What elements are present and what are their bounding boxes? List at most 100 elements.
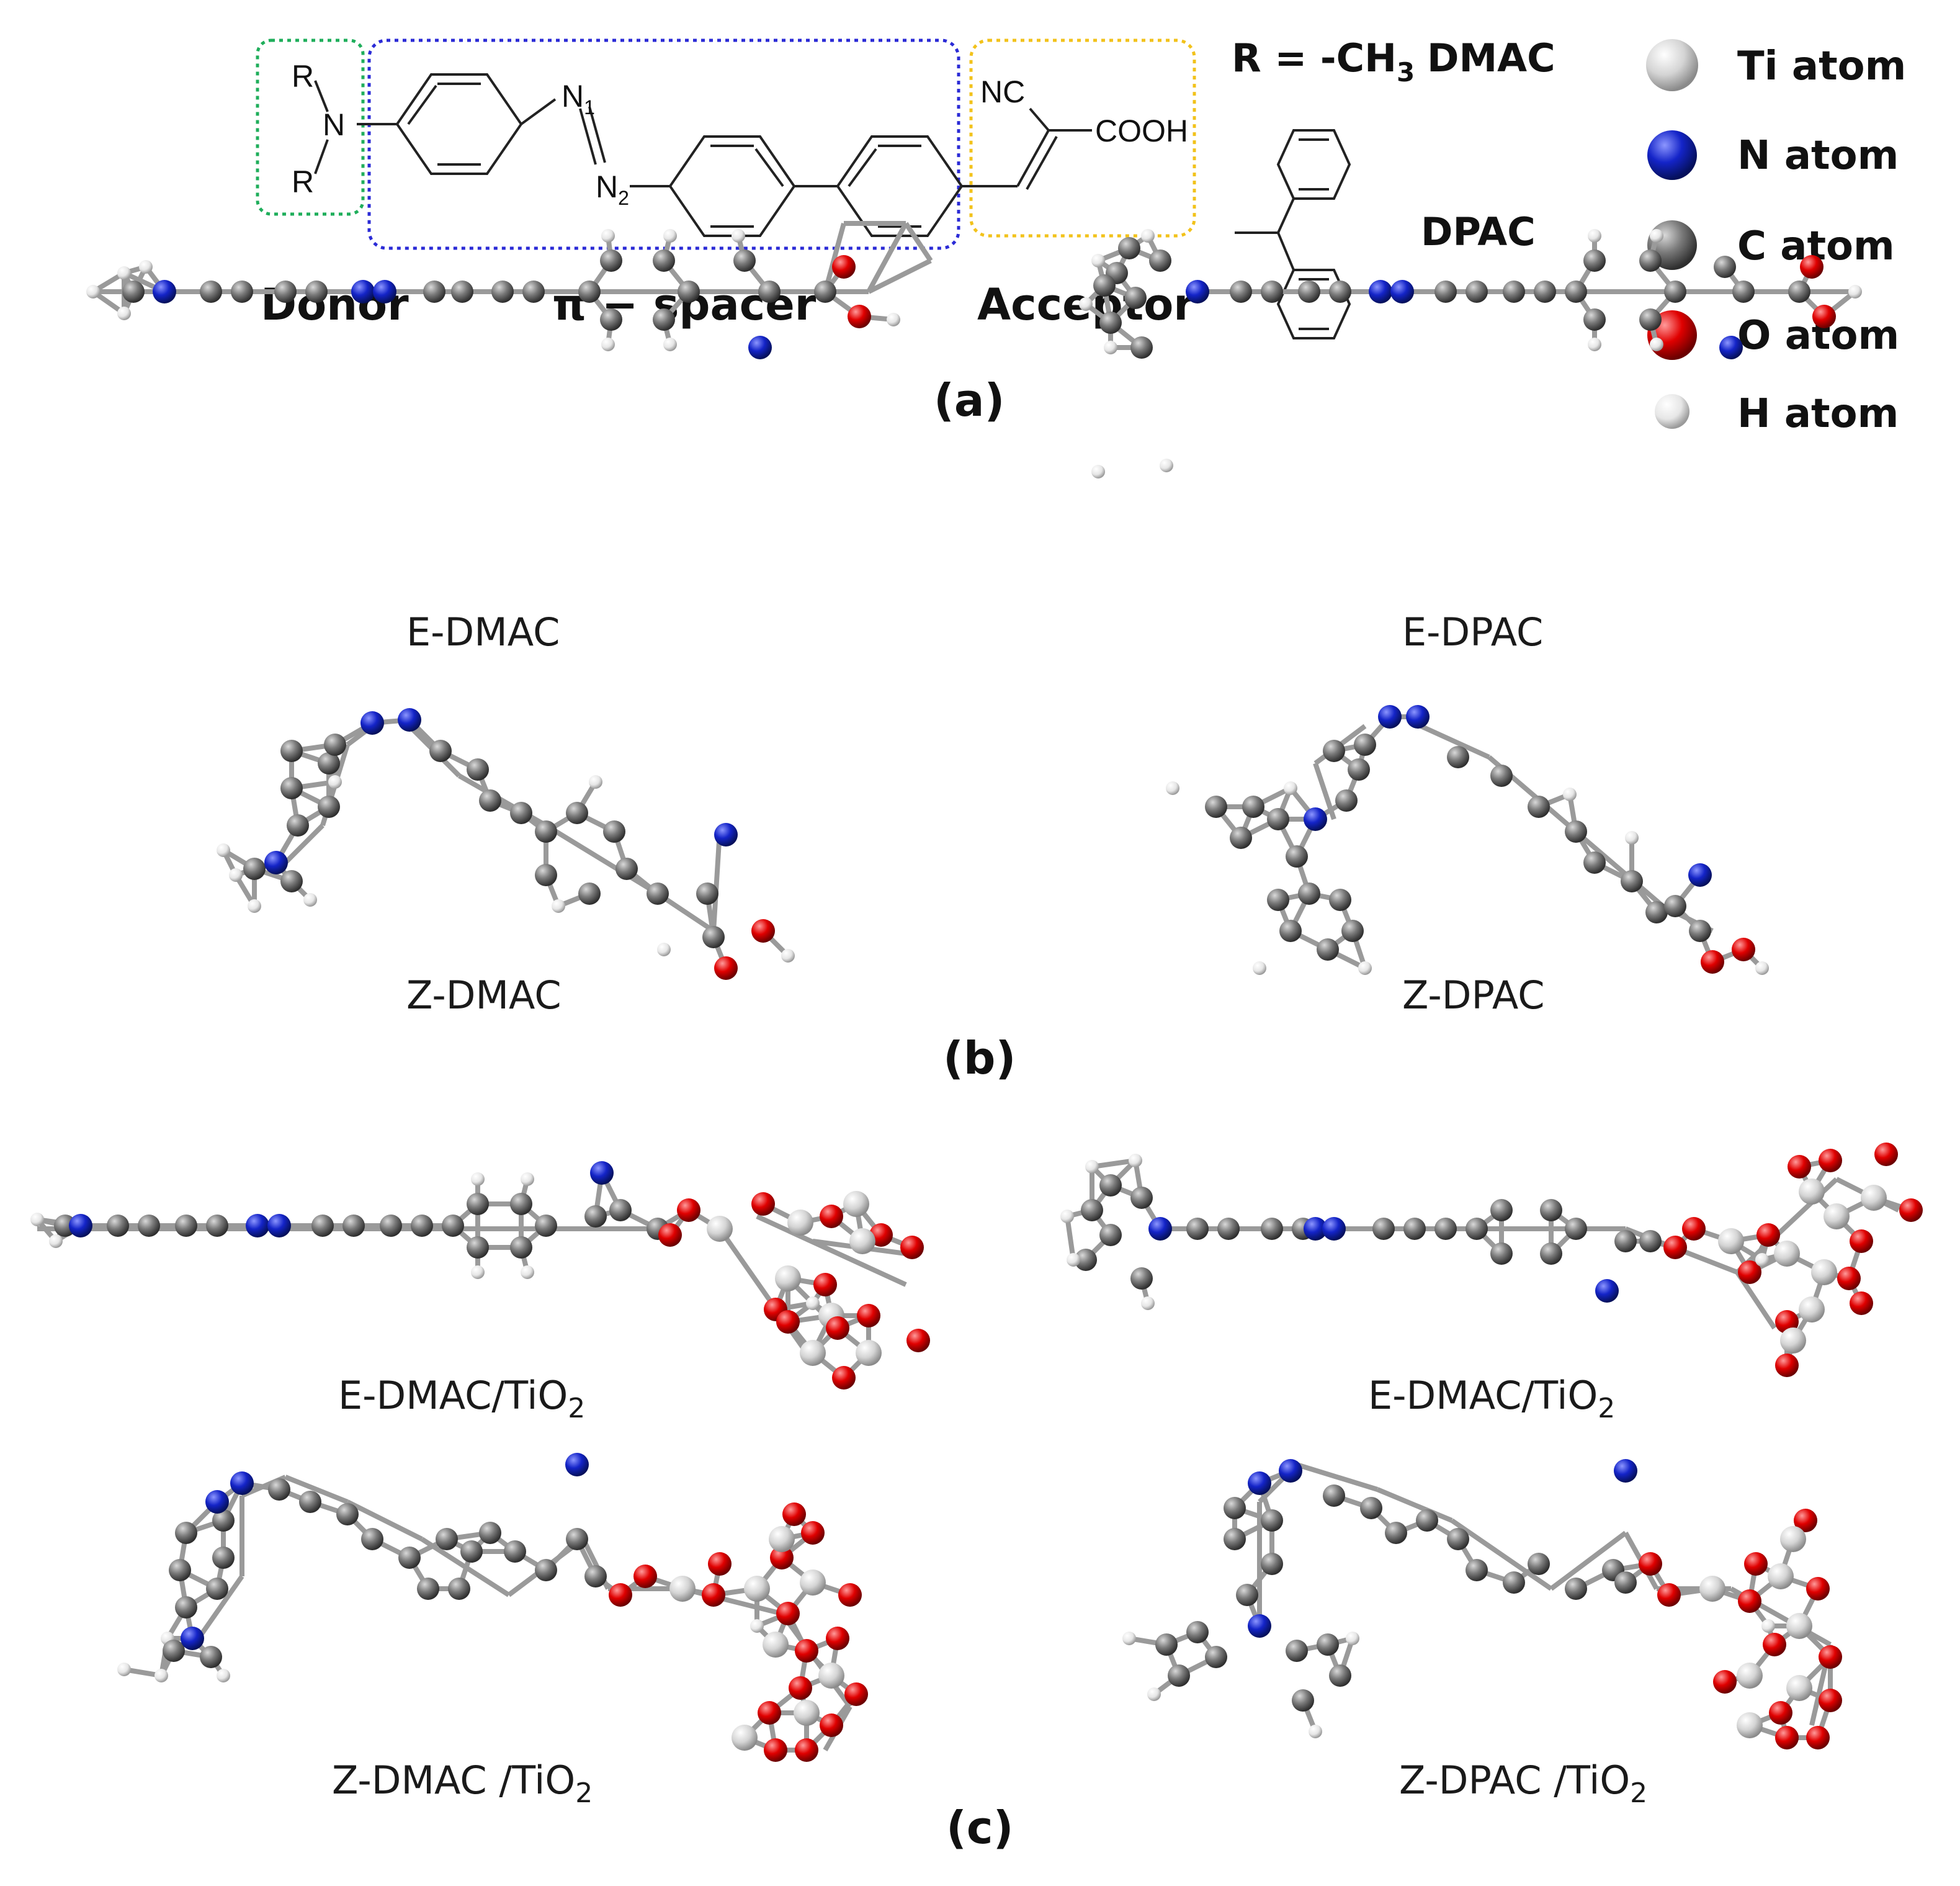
carbon-atom bbox=[398, 1547, 421, 1569]
h-atom-icon bbox=[1655, 394, 1689, 429]
molecule-z-dpac-tio2 bbox=[1122, 1459, 1842, 1749]
nitrogen-atom bbox=[565, 1453, 589, 1476]
titanium-atom bbox=[800, 1569, 826, 1596]
hydrogen-atom bbox=[750, 1619, 764, 1633]
carbon-atom bbox=[436, 1528, 458, 1550]
hydrogen-atom bbox=[1755, 1253, 1769, 1267]
panel-a: R R N N1 N2 NC COOH Donor π − spacer Acc… bbox=[256, 35, 1555, 426]
oxygen-atom bbox=[1657, 1583, 1681, 1607]
carbon-atom bbox=[451, 281, 473, 303]
hydrogen-atom bbox=[1848, 285, 1862, 299]
hydrogen-atom bbox=[521, 1265, 534, 1279]
carbon-atom bbox=[1732, 281, 1755, 303]
carbon-atom bbox=[1286, 845, 1308, 868]
oxygen-atom bbox=[609, 1583, 632, 1607]
oxygen-atom bbox=[1800, 255, 1824, 279]
carbon-atom bbox=[1565, 281, 1587, 303]
oxygen-atom bbox=[900, 1236, 924, 1259]
panel-a-label: (a) bbox=[934, 374, 1005, 426]
hydrogen-atom bbox=[1141, 1296, 1155, 1310]
nitrogen-atom bbox=[1595, 1279, 1619, 1303]
oxygen-atom bbox=[1763, 1633, 1786, 1656]
bond-stick bbox=[656, 891, 715, 933]
oxygen-atom bbox=[1806, 1577, 1830, 1601]
carbon-atom bbox=[1639, 249, 1662, 272]
oxygen-atom bbox=[782, 1502, 806, 1526]
carbon-atom bbox=[1348, 758, 1370, 781]
bond-stick bbox=[1549, 1530, 1627, 1591]
carbon-atom bbox=[1360, 1497, 1382, 1519]
carbon-atom bbox=[535, 1559, 557, 1581]
carbon-atom bbox=[1267, 889, 1289, 911]
hydrogen-atom bbox=[663, 229, 677, 243]
carbon-atom bbox=[280, 870, 303, 892]
carbon-atom bbox=[1224, 1528, 1246, 1550]
nitrogen-atom bbox=[1186, 280, 1209, 303]
label-z-dpac-tio2: Z-DPAC /TiO2 bbox=[1399, 1758, 1647, 1809]
carbon-atom bbox=[615, 858, 638, 880]
carbon-atom bbox=[442, 1215, 464, 1237]
bond-stick bbox=[1450, 1518, 1553, 1591]
carbon-atom bbox=[231, 281, 253, 303]
carbon-atom bbox=[122, 281, 145, 303]
titanium-atom bbox=[775, 1265, 801, 1291]
bond-stick bbox=[1574, 829, 1665, 909]
oxygen-atom bbox=[708, 1552, 732, 1576]
carbon-atom bbox=[678, 281, 700, 303]
carbon-atom bbox=[1385, 1522, 1407, 1544]
oxygen-atom bbox=[776, 1602, 800, 1625]
carbon-atom bbox=[1292, 1689, 1314, 1712]
carbon-atom bbox=[175, 1522, 197, 1544]
nitrogen-atom bbox=[1369, 280, 1392, 303]
titanium-atom bbox=[669, 1576, 696, 1602]
hydrogen-atom bbox=[1650, 229, 1663, 243]
carbon-atom bbox=[1614, 1230, 1637, 1252]
carbon-atom bbox=[1534, 281, 1556, 303]
oxygen-atom bbox=[857, 1304, 880, 1327]
oxygen-atom bbox=[1775, 1726, 1799, 1749]
carbon-atom bbox=[758, 281, 781, 303]
carbon-atom bbox=[653, 308, 675, 331]
nitrogen-atom bbox=[1614, 1459, 1637, 1483]
hydrogen-atom bbox=[1588, 229, 1601, 243]
carbon-atom bbox=[200, 281, 222, 303]
carbon-atom bbox=[1645, 901, 1668, 923]
oxygen-atom bbox=[751, 919, 775, 943]
oxygen-atom bbox=[848, 305, 871, 328]
molecule-z-dmac bbox=[217, 708, 795, 980]
nitrogen-atom bbox=[1719, 336, 1743, 359]
hydrogen-atom bbox=[663, 338, 677, 351]
carbon-atom bbox=[1168, 1664, 1190, 1687]
hydrogen-atom bbox=[217, 1669, 230, 1682]
carbon-atom bbox=[1224, 1497, 1246, 1519]
bond-stick bbox=[346, 1499, 423, 1542]
carbon-atom bbox=[138, 1215, 160, 1237]
carbon-atom bbox=[1416, 1509, 1438, 1532]
carbon-atom bbox=[504, 1540, 526, 1563]
hydrogen-atom bbox=[117, 1663, 131, 1676]
carbon-atom bbox=[200, 1646, 222, 1668]
carbon-atom bbox=[1186, 1621, 1209, 1643]
titanium-atom bbox=[1774, 1241, 1800, 1267]
titanium-atom bbox=[1768, 1563, 1794, 1589]
oxygen-atom bbox=[1899, 1198, 1923, 1222]
oxygen-atom bbox=[1775, 1354, 1799, 1377]
oxygen-atom bbox=[1713, 1670, 1737, 1694]
carbon-atom bbox=[584, 1205, 607, 1228]
carbon-atom bbox=[1130, 336, 1153, 359]
carbon-atom bbox=[510, 1193, 532, 1215]
carbon-atom bbox=[1403, 1218, 1426, 1240]
carbon-atom bbox=[1447, 1528, 1469, 1550]
nitrogen-atom bbox=[1378, 705, 1402, 729]
carbon-atom bbox=[1242, 796, 1264, 818]
oxygen-atom bbox=[776, 1310, 800, 1334]
titanium-atom bbox=[1799, 1296, 1825, 1322]
bond-stick bbox=[711, 831, 722, 932]
oxygen-atom bbox=[702, 1583, 725, 1607]
carbon-atom bbox=[1466, 1218, 1488, 1240]
oxygen-atom bbox=[633, 1565, 657, 1588]
hydrogen-atom bbox=[303, 893, 317, 907]
carbon-atom bbox=[107, 1215, 129, 1237]
titanium-atom bbox=[1799, 1179, 1825, 1205]
hydrogen-atom bbox=[1079, 297, 1093, 311]
